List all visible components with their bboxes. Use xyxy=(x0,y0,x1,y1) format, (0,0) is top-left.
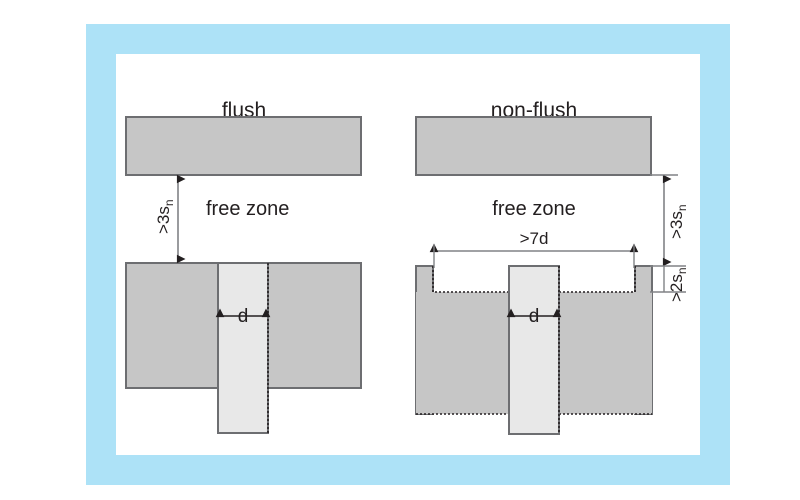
flush-upper-block xyxy=(125,116,362,176)
nonflush-dim-3sn-s: s xyxy=(667,211,686,220)
flush-mount-block-left xyxy=(125,262,220,389)
flush-dim-3sn-label: >3sn xyxy=(154,199,176,234)
nonflush-dim-2sn-label: >2sn xyxy=(667,267,689,302)
nonflush-dim-2sn-prefix: >2 xyxy=(667,283,686,302)
nonflush-free-zone-label: free zone xyxy=(492,198,575,220)
nonflush-mount-base-left xyxy=(416,292,509,414)
nonflush-mount-base-right xyxy=(559,292,652,414)
svg-text:>2sn: >2sn xyxy=(667,267,689,302)
flush-free-zone-label: free zone xyxy=(206,198,289,220)
flush-diameter-label: d xyxy=(238,306,249,327)
nonflush-recess-outline-right xyxy=(559,266,636,293)
nonflush-dim-3sn-subscript: n xyxy=(675,204,689,211)
flush-dim-3sn-s: s xyxy=(154,206,173,215)
nonflush-upper-block xyxy=(415,116,652,176)
nonflush-recess-outline-left xyxy=(432,266,509,293)
nonflush-sensor-body xyxy=(508,265,560,435)
technical-drawing: flush >3sn free zone d non-flush xyxy=(125,99,689,435)
flush-dim-3sn-prefix: >3 xyxy=(154,215,173,234)
svg-text:>3sn: >3sn xyxy=(154,199,176,234)
nonflush-dim-3sn-prefix: >3 xyxy=(667,220,686,239)
flush-mount-block-right xyxy=(267,262,362,389)
flush-dim-3sn-subscript: n xyxy=(162,199,176,206)
nonflush-dim-2sn-subscript: n xyxy=(675,267,689,274)
flush-sensor-body xyxy=(217,262,269,434)
nonflush-width-dim-label: >7d xyxy=(520,229,549,248)
svg-text:>3sn: >3sn xyxy=(667,204,689,239)
nonflush-diameter-label: d xyxy=(529,306,540,327)
nonflush-dim-2sn-s: s xyxy=(667,274,686,283)
nonflush-dim-3sn-label: >3sn xyxy=(667,204,689,239)
